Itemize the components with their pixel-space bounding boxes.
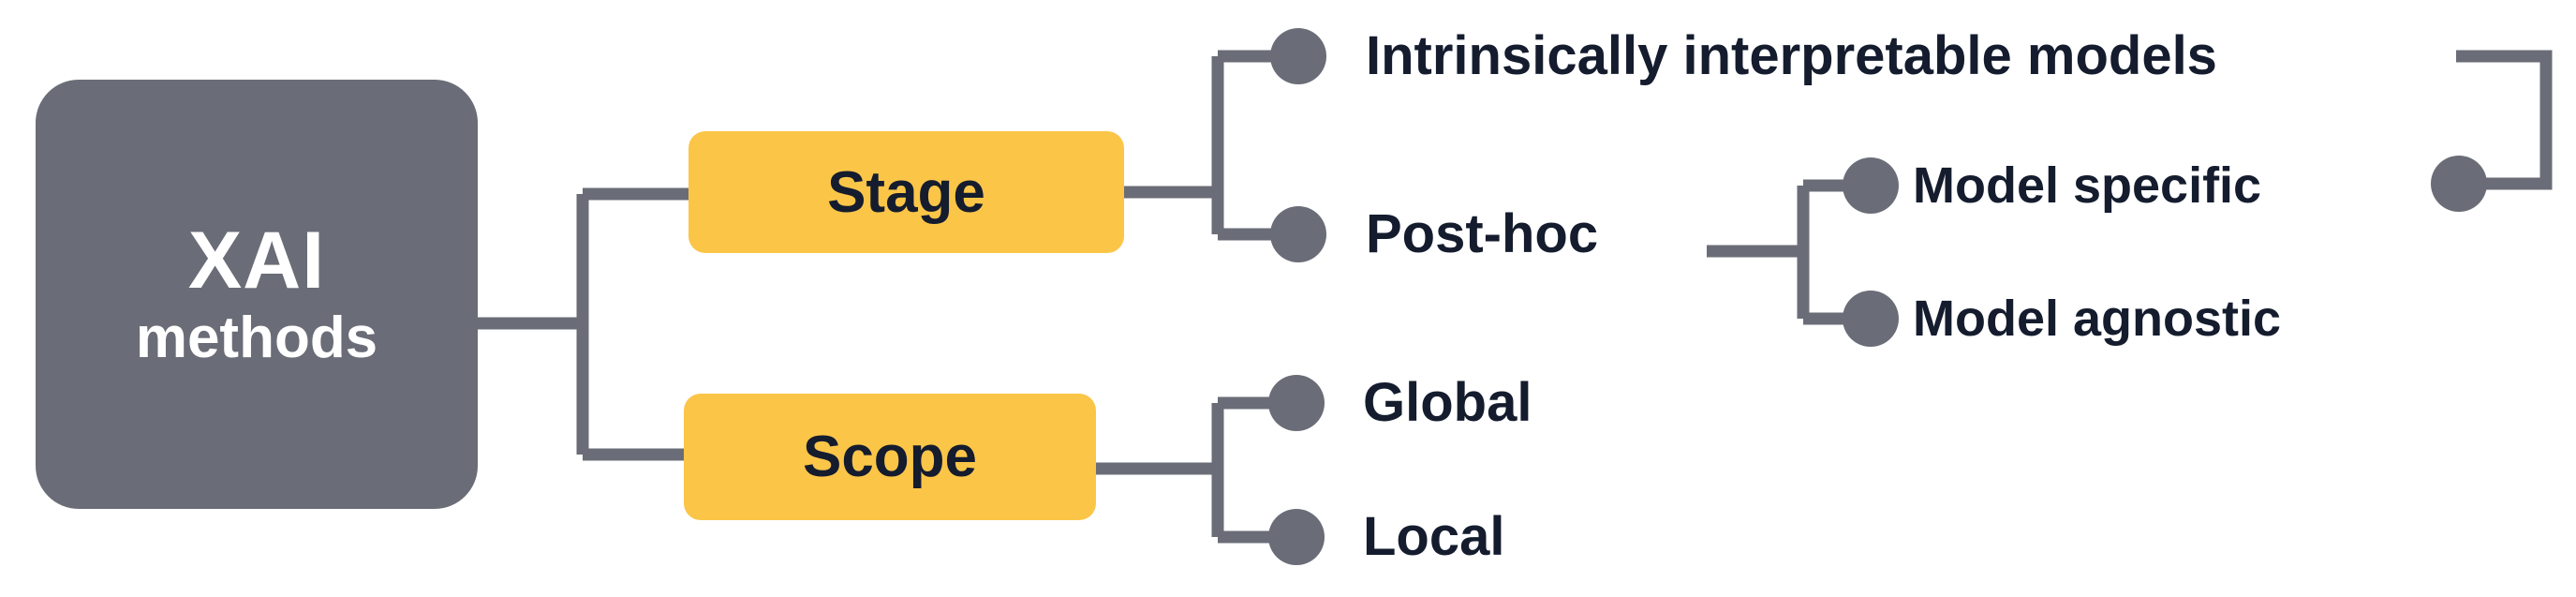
root-node-title: XAI	[187, 215, 326, 306]
edge-intrinsic-to-model-specific	[2456, 50, 2553, 190]
leaf-label-model-specific[interactable]: Model specific	[1913, 157, 2262, 214]
leaf-label-local[interactable]: Local	[1363, 506, 1505, 567]
dot-model-specific	[1843, 157, 1899, 214]
root-node-xai-methods[interactable]: XAI methods	[36, 80, 478, 509]
branch-node-scope[interactable]: Scope	[684, 394, 1096, 520]
leaf-label-post-hoc[interactable]: Post-hoc	[1366, 203, 1599, 264]
root-node-subtitle: methods	[135, 306, 378, 371]
leaf-label-global[interactable]: Global	[1363, 372, 1532, 433]
dot-intrinsic	[1270, 28, 1326, 84]
branch-node-scope-label: Scope	[802, 425, 978, 489]
dot-model-specific-right	[2431, 156, 2487, 212]
leaf-label-model-agnostic[interactable]: Model agnostic	[1913, 291, 2282, 347]
branch-node-stage-label: Stage	[827, 159, 985, 225]
dot-global	[1268, 375, 1325, 431]
leaf-label-intrinsically-interpretable-models[interactable]: Intrinsically interpretable models	[1366, 25, 2217, 86]
dot-local	[1268, 509, 1325, 565]
dot-posthoc	[1270, 206, 1326, 262]
dot-model-agnostic	[1843, 291, 1899, 347]
branch-node-stage[interactable]: Stage	[688, 131, 1124, 253]
